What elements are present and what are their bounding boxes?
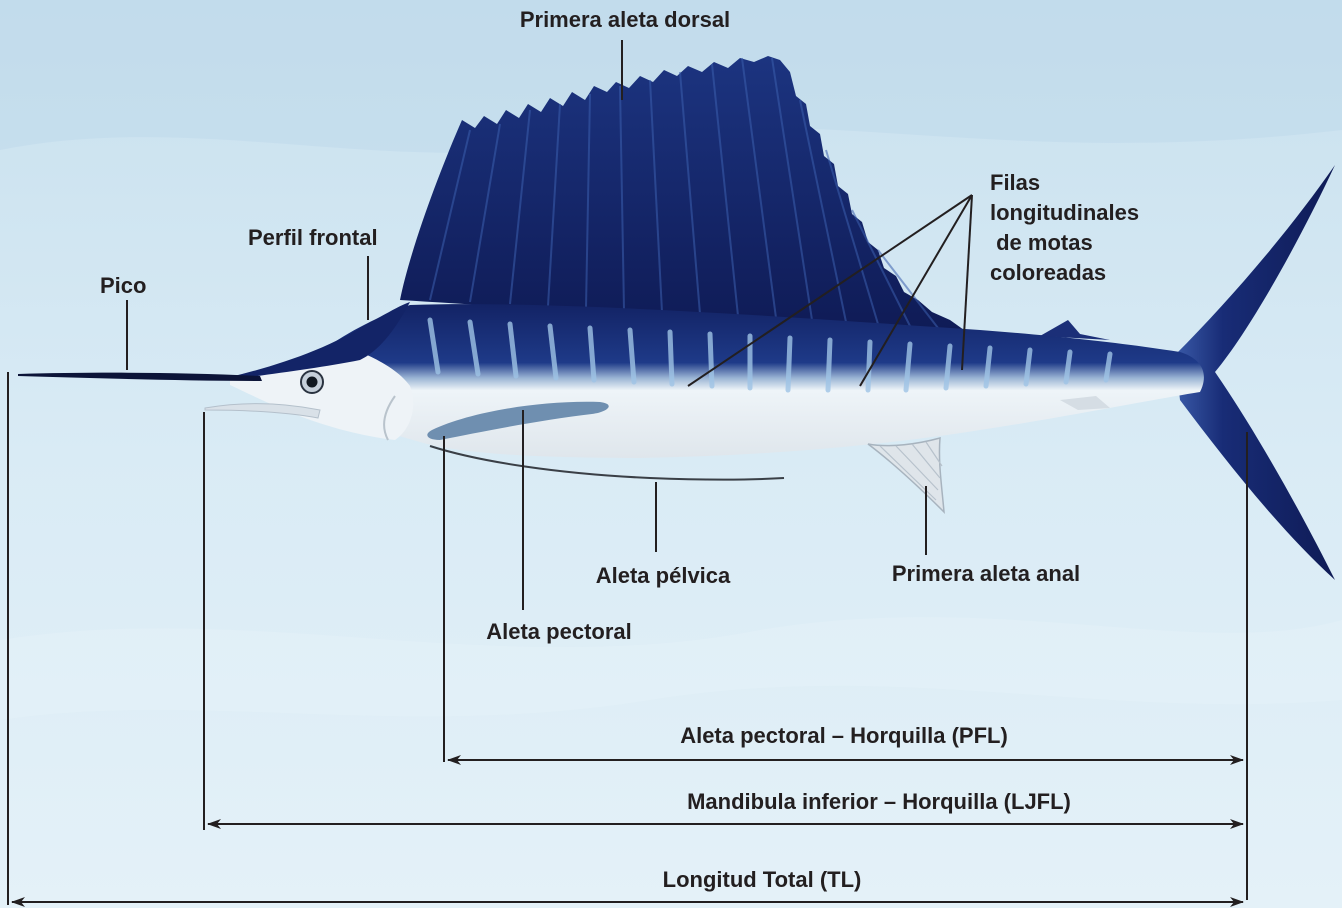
- label-filas-line-2: longitudinales: [990, 198, 1190, 228]
- label-filas-line-1: Filas: [990, 168, 1190, 198]
- label-ljfl: Mandibula inferior – Horquilla (LJFL): [687, 788, 1071, 816]
- label-filas-line-4: coloreadas: [990, 258, 1190, 288]
- label-primera-aleta-anal: Primera aleta anal: [892, 560, 1080, 588]
- label-pfl: Aleta pectoral – Horquilla (PFL): [680, 722, 1008, 750]
- label-tl: Longitud Total (TL): [663, 866, 862, 894]
- pupil: [307, 377, 318, 388]
- label-aleta-pelvica: Aleta pélvica: [596, 562, 731, 590]
- label-aleta-pectoral: Aleta pectoral: [486, 618, 632, 646]
- label-filas-line-3: de motas: [990, 228, 1190, 258]
- label-primera-aleta-dorsal: Primera aleta dorsal: [520, 6, 730, 34]
- label-perfil-frontal: Perfil frontal: [248, 224, 378, 252]
- label-filas-longitudinales: Filas longitudinales de motas coloreadas: [990, 168, 1190, 288]
- label-pico: Pico: [100, 272, 146, 300]
